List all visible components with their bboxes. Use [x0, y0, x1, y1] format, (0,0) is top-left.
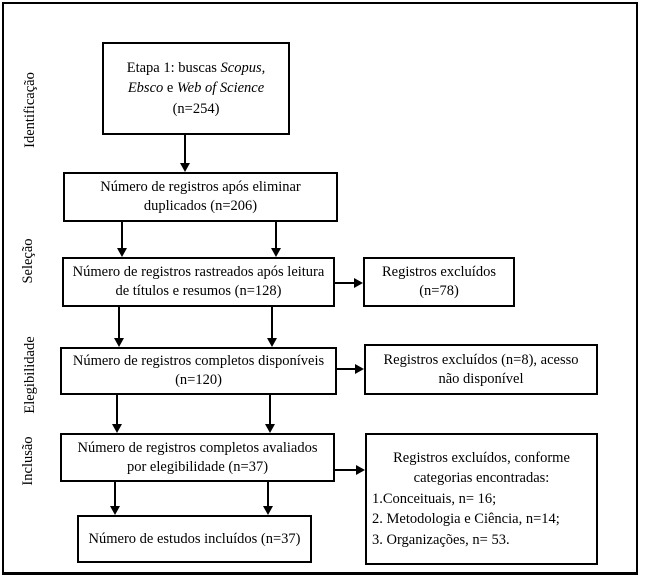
- box-text-line: duplicados (n=206): [143, 198, 258, 214]
- arrow-search-to-dedup: [180, 135, 190, 172]
- box-search-stage: Etapa 1: buscas Scopus, Ebsco e Web of S…: [102, 42, 290, 135]
- arrow-assessed-to-included-right: [263, 482, 273, 515]
- arrow-dedup-to-screened-right: [271, 222, 281, 257]
- box-text-line: (n=254): [172, 100, 220, 117]
- arrow-fulltext-to-excluded: [337, 364, 364, 374]
- excluded-category-item: 2. Metodologia e Ciência, n=14;: [372, 511, 560, 528]
- box-full-text-available: Número de registros completos disponívei…: [60, 347, 337, 395]
- stage-label-inclusao: Inclusão: [18, 391, 38, 531]
- excluded-category-list: 1.Conceituais, n= 16; 2. Metodologia e C…: [367, 489, 596, 551]
- box-text-line: Registros excluídos (n=8), acesso: [383, 351, 579, 368]
- arrow-screened-to-fulltext-left: [114, 307, 124, 347]
- box-text-line: Ebsco e Web of Science: [128, 78, 264, 98]
- box-text-line: Número de registros rastreados após leit…: [72, 264, 325, 281]
- stage-label-text: Seleção: [19, 238, 36, 284]
- box-excluded-access: Registros excluídos (n=8), acesso não di…: [364, 344, 598, 395]
- arrow-screened-to-excluded: [335, 278, 363, 288]
- box-text-italic: Web of Science: [176, 80, 265, 97]
- box-text-italic: Scopus,: [220, 60, 266, 77]
- box-text-italic: Ebsco: [127, 80, 164, 97]
- box-text-line: Registros excluídos: [382, 264, 496, 281]
- arrow-fulltext-to-assessed-right: [265, 395, 275, 433]
- stage-label-text: Identificação: [21, 72, 38, 148]
- box-text-line: Número de registros completos avaliados: [77, 439, 318, 456]
- arrow-fulltext-to-assessed-left: [112, 395, 122, 433]
- box-studies-included: Número de estudos incluídos (n=37): [77, 515, 312, 563]
- box-text-line: não disponível: [438, 370, 524, 387]
- box-text-line: Etapa 1: buscas Scopus,: [127, 58, 266, 78]
- arrow-assessed-to-included-left: [110, 482, 120, 515]
- box-text-line: (n=78): [419, 283, 459, 299]
- box-text-line: Número de registros completos disponívei…: [72, 353, 325, 370]
- box-excluded-screening: Registros excluídos (n=78): [363, 257, 515, 307]
- box-text-line: Número de registros após eliminar: [100, 179, 301, 196]
- box-excluded-categories: Registros excluídos, conforme categorias…: [365, 433, 598, 565]
- box-text-line: Registros excluídos, conforme: [393, 449, 570, 466]
- box-deduplicated: Número de registros após eliminar duplic…: [63, 172, 338, 222]
- arrow-dedup-to-screened-left: [117, 222, 127, 257]
- box-text-line: categorias encontradas:: [413, 470, 550, 487]
- arrow-screened-to-fulltext-right: [267, 307, 277, 347]
- excluded-category-item: 1.Conceituais, n= 16;: [372, 490, 497, 507]
- arrow-assessed-to-excluded: [335, 465, 365, 475]
- box-text: Etapa 1: buscas: [126, 60, 221, 77]
- box-text: e: [163, 80, 177, 97]
- box-text-line: de títulos e resumos (n=128): [115, 283, 282, 299]
- diagram-outer-border: [2, 2, 638, 575]
- box-text-line: Número de estudos incluídos (n=37): [88, 530, 301, 547]
- box-text-line: por elegibilidade (n=37): [126, 458, 269, 475]
- stage-label-identificacao: Identificação: [20, 40, 40, 180]
- excluded-category-item: 3. Organizações, n= 53.: [372, 531, 510, 548]
- box-text-line: (n=120): [175, 372, 222, 388]
- box-screened: Número de registros rastreados após leit…: [62, 257, 335, 307]
- stage-label-text: Inclusão: [19, 436, 36, 486]
- box-assessed-eligibility: Número de registros completos avaliados …: [60, 433, 335, 482]
